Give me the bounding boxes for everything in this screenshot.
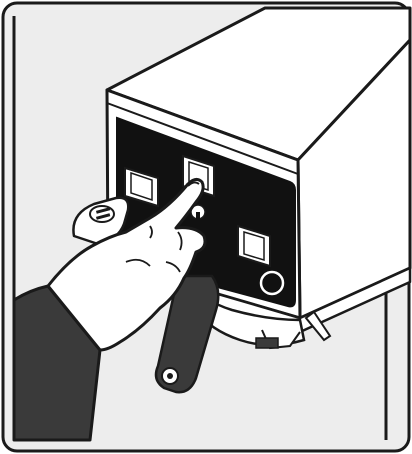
indicator-light-icon [261, 272, 283, 294]
